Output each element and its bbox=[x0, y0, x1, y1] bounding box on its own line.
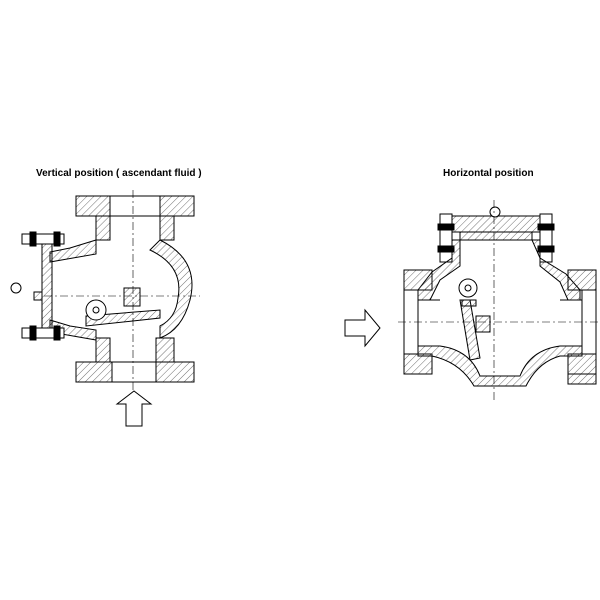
flow-up-arrow bbox=[115, 390, 153, 427]
flow-right-arrow bbox=[344, 308, 381, 348]
horizontal-valve-drawing bbox=[398, 200, 600, 400]
vertical-valve-drawing bbox=[10, 190, 200, 392]
horizontal-position-caption: Horizontal position bbox=[443, 168, 534, 179]
vertical-position-caption: Vertical position ( ascendant fluid ) bbox=[36, 168, 202, 179]
